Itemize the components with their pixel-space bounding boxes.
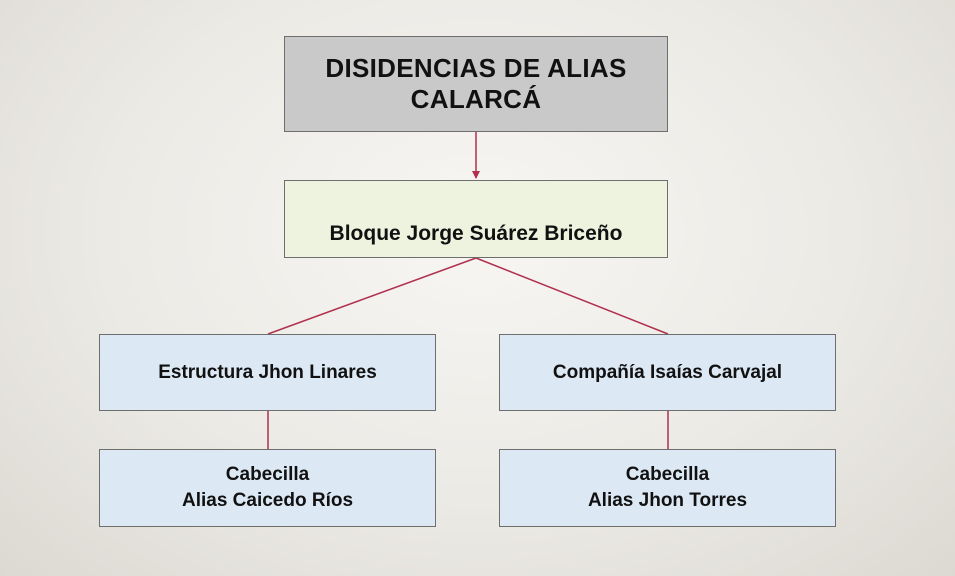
cabecilla-right-alias: Alias Jhon Torres xyxy=(587,490,748,511)
estructura-node: Estructura Jhon Linares xyxy=(99,334,436,411)
cabecilla-left-alias: Alias Caicedo Ríos xyxy=(181,490,354,511)
connector-bloque-to-estructura xyxy=(267,257,477,335)
connector-bloque-to-compania xyxy=(475,257,669,335)
cabecilla-left-node: Cabecilla Alias Caicedo Ríos xyxy=(99,449,436,527)
cabecilla-left-title: Cabecilla xyxy=(225,464,310,485)
root-node-line2: CALARCÁ xyxy=(410,84,542,114)
bloque-node: Bloque Jorge Suárez Briceño xyxy=(284,180,668,258)
estructura-node-label: Estructura Jhon Linares xyxy=(158,361,377,383)
bloque-node-label: Bloque Jorge Suárez Briceño xyxy=(329,222,623,245)
cabecilla-right-title: Cabecilla xyxy=(625,464,710,485)
compania-node: Compañía Isaías Carvajal xyxy=(499,334,836,411)
root-node-line1: DISIDENCIAS DE ALIAS xyxy=(325,53,627,83)
root-node: DISIDENCIAS DE ALIAS CALARCÁ xyxy=(284,36,668,132)
cabecilla-right-node: Cabecilla Alias Jhon Torres xyxy=(499,449,836,527)
compania-node-label: Compañía Isaías Carvajal xyxy=(552,361,783,383)
